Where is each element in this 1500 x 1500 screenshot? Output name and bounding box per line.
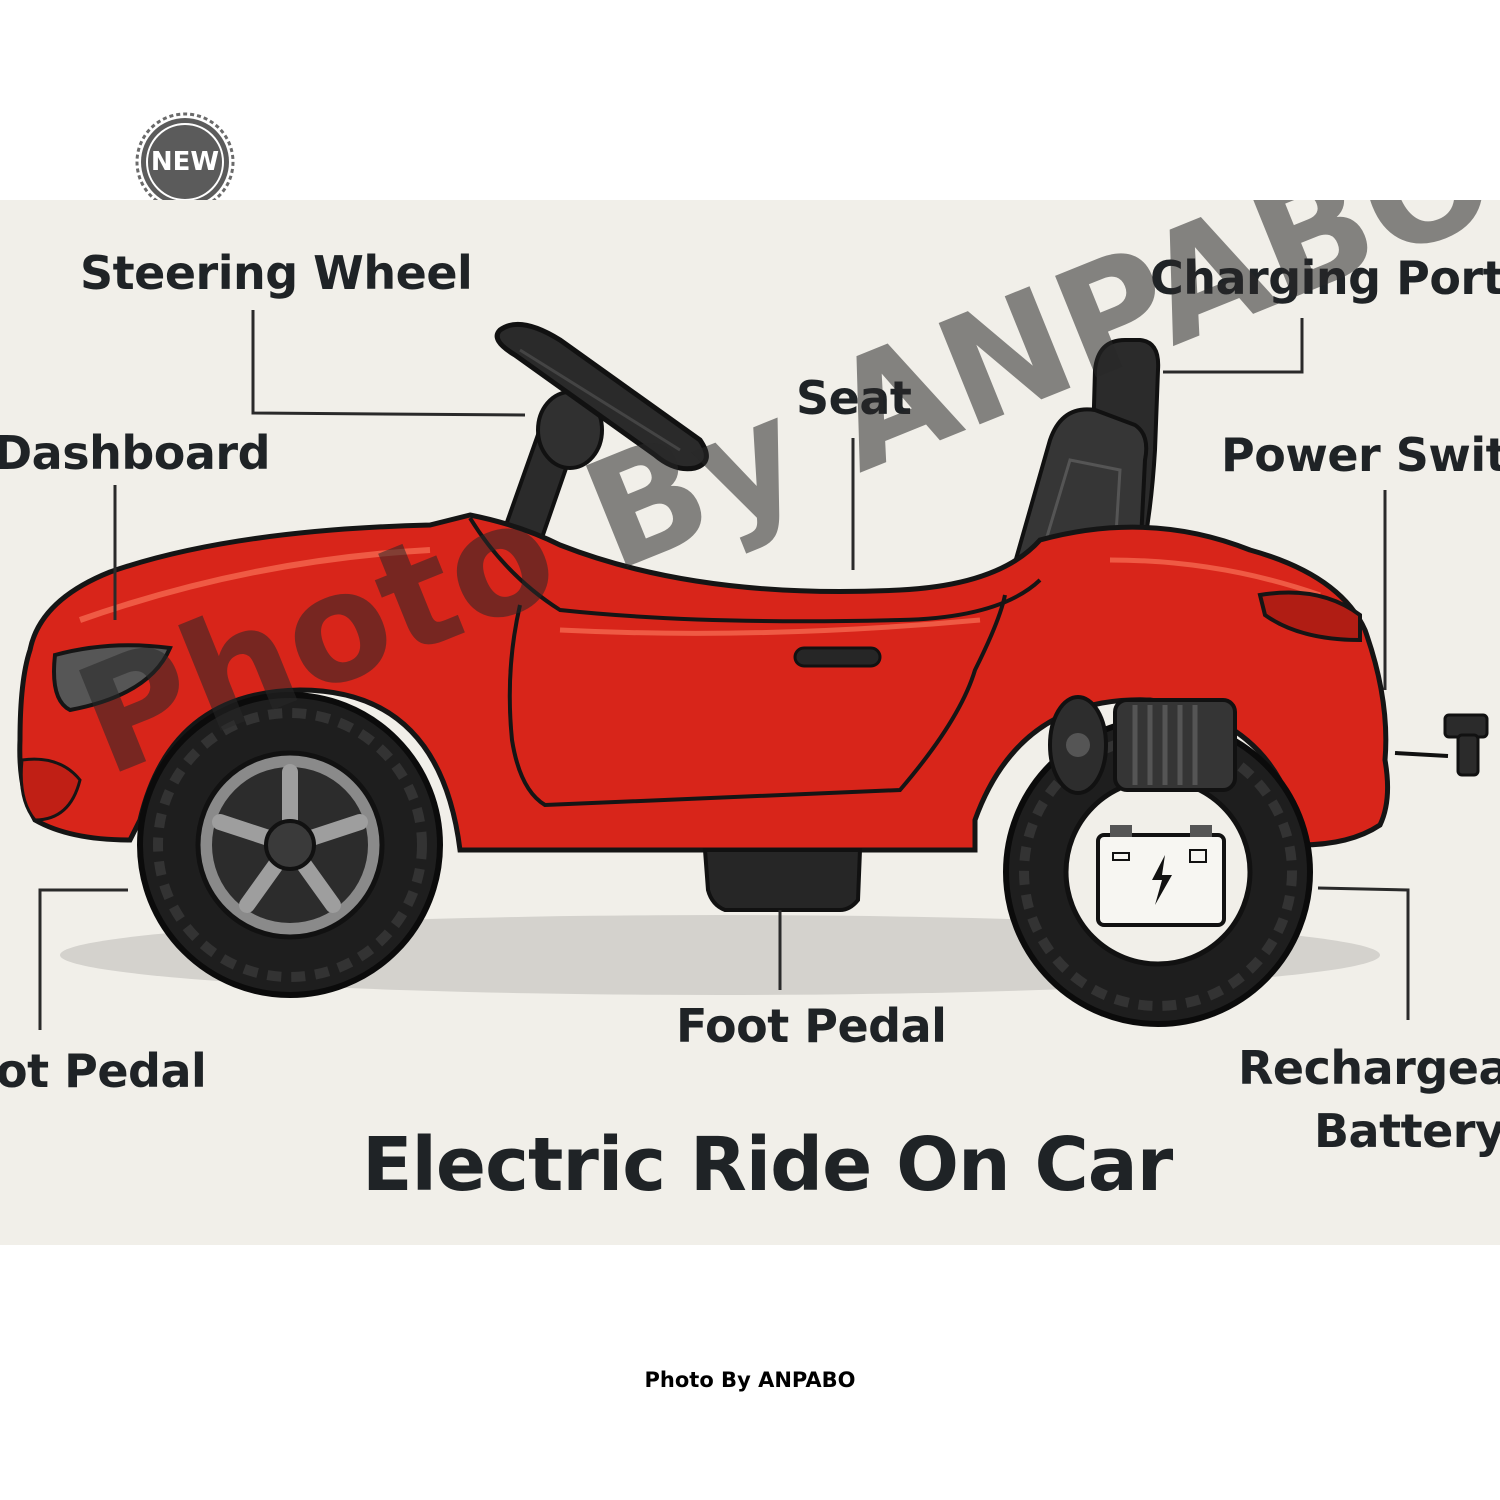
photo-credit: Photo By ANPABO	[644, 1368, 856, 1392]
door-handle	[793, 646, 882, 668]
diagram-title: Electric Ride On Car	[362, 1122, 1173, 1208]
foot-pedal-block	[702, 848, 863, 912]
label-steering-wheel: Steering Wheel	[80, 246, 473, 300]
badge-seal-icon	[135, 112, 235, 212]
label-battery-line1: Rechargeab	[1238, 1041, 1500, 1095]
headlight	[52, 643, 173, 713]
new-badge: NEW	[135, 112, 235, 212]
label-battery-line2: Battery	[1314, 1104, 1500, 1158]
battery-icon	[1096, 825, 1226, 927]
label-charging-port: Charging Port	[1150, 251, 1500, 305]
diagram-panel: Steering Wheel Charging Port Seat Dashbo…	[0, 200, 1500, 1245]
badge-text: NEW	[150, 147, 220, 177]
label-foot-pedal-center: Foot Pedal	[676, 999, 947, 1053]
tail-light	[1257, 590, 1362, 643]
car-illustration	[17, 310, 1489, 1030]
leader-lines	[38, 310, 1410, 1030]
label-foot-pedal-left: ot Pedal	[0, 1044, 207, 1098]
steering-wheel-icon	[487, 321, 709, 581]
label-seat: Seat	[796, 371, 912, 425]
motor-icon	[1048, 695, 1237, 795]
label-power-switch: Power Switc	[1221, 428, 1500, 482]
front-wheel-icon	[137, 692, 443, 998]
car-body	[17, 512, 1391, 853]
label-dashboard: Dashboard	[0, 426, 271, 480]
power-switch-icon	[1394, 713, 1489, 777]
